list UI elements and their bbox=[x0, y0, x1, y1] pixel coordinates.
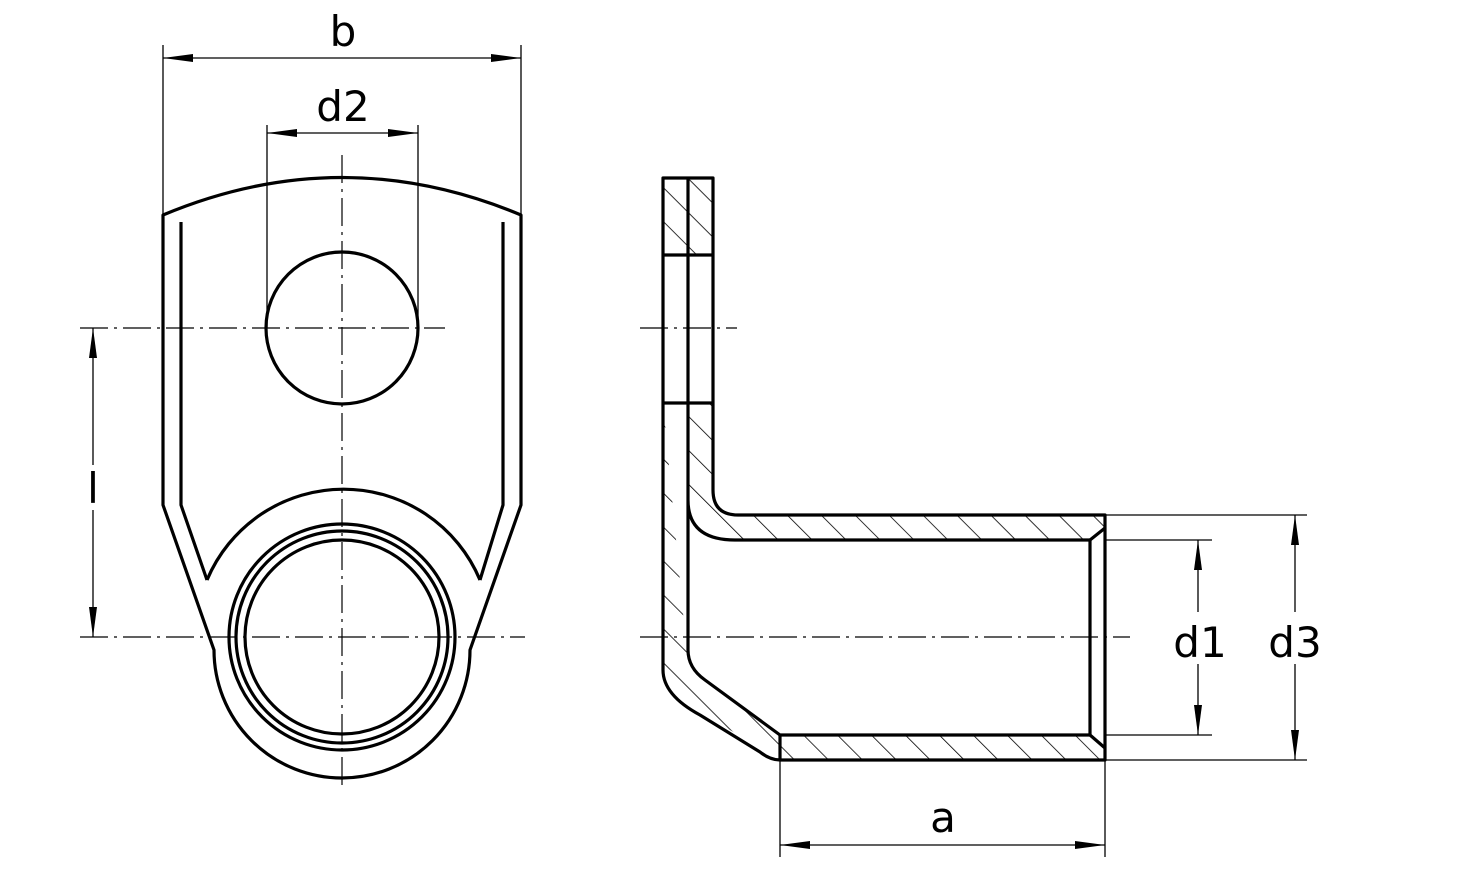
label-d2: d2 bbox=[316, 82, 369, 131]
label-l: l bbox=[87, 464, 99, 513]
inner-edge-right bbox=[478, 222, 505, 581]
label-b: b bbox=[330, 7, 357, 56]
label-d1: d1 bbox=[1173, 618, 1226, 667]
inner-edge-left bbox=[179, 222, 209, 581]
section-outer-outline bbox=[661, 176, 1107, 762]
boss-arc bbox=[205, 487, 482, 581]
section-view: d1 d3 a bbox=[640, 176, 1328, 857]
label-d3: d3 bbox=[1268, 618, 1321, 667]
label-a: a bbox=[930, 793, 956, 842]
front-view: b d2 l bbox=[80, 7, 525, 785]
lug-outline bbox=[161, 175, 523, 780]
section-inner-outline bbox=[686, 178, 1092, 737]
